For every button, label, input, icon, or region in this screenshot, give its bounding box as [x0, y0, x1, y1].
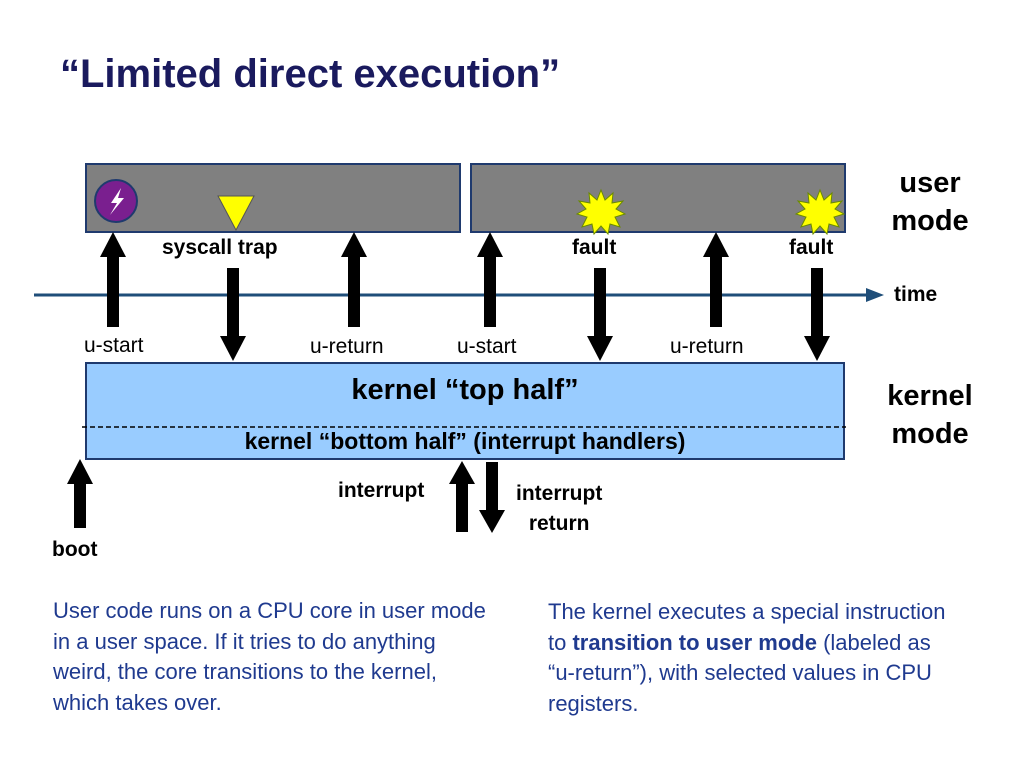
fault-label-2: fault: [789, 236, 834, 259]
interrupt-return-label: interrupt return: [516, 482, 603, 535]
u-return-arrow-1: [348, 255, 360, 327]
u-start-arrow-2: [484, 255, 496, 327]
fault-starburst-icon-2: [794, 188, 846, 236]
u-return-arrow-2: [710, 255, 722, 327]
lightning-bolt-icon: [94, 179, 138, 223]
user-space-box-1: [85, 163, 461, 233]
fault-arrow-2: [811, 268, 823, 338]
interrupt-arrow: [456, 482, 468, 532]
kernel-top-half-label: kernel “top half”: [351, 374, 579, 406]
fault-arrow-1: [594, 268, 606, 338]
u-start-arrow-1: [107, 255, 119, 327]
interrupt-return-arrow: [486, 462, 498, 512]
note-right-pre: The kernel executes a special instructio…: [548, 599, 946, 655]
note-right: The kernel executes a special instructio…: [548, 597, 948, 719]
note-left: User code runs on a CPU core in user mod…: [53, 598, 486, 715]
u-start-label-2: u-start: [457, 335, 517, 358]
kernel-bottom-half-label: kernel “bottom half” (interrupt handlers…: [244, 428, 686, 454]
syscall-trap-label: syscall trap: [162, 236, 278, 259]
u-return-label-1: u-return: [310, 335, 384, 358]
syscall-trap-triangle-icon: [217, 195, 255, 232]
user-mode-label: user mode: [891, 167, 969, 237]
kernel-box: [85, 362, 845, 460]
timeline-arrowhead: [866, 288, 884, 302]
user-space-box-2: [470, 163, 846, 233]
note-right-post: (labeled as “u-return”), with selected v…: [548, 629, 932, 716]
syscall-trap-arrow: [227, 268, 239, 338]
kernel-mode-label: kernel mode: [887, 380, 973, 450]
u-start-label-1: u-start: [84, 334, 144, 357]
u-return-label-2: u-return: [670, 335, 744, 358]
note-right-bold: transition to user mode: [572, 629, 817, 655]
fault-label-1: fault: [572, 236, 617, 259]
fault-starburst-icon-1: [575, 188, 627, 236]
boot-label: boot: [52, 538, 98, 561]
interrupt-label: interrupt: [338, 479, 425, 502]
time-label: time: [894, 283, 938, 306]
slide-title: “Limited direct execution”: [60, 52, 561, 96]
boot-arrow: [74, 482, 86, 528]
